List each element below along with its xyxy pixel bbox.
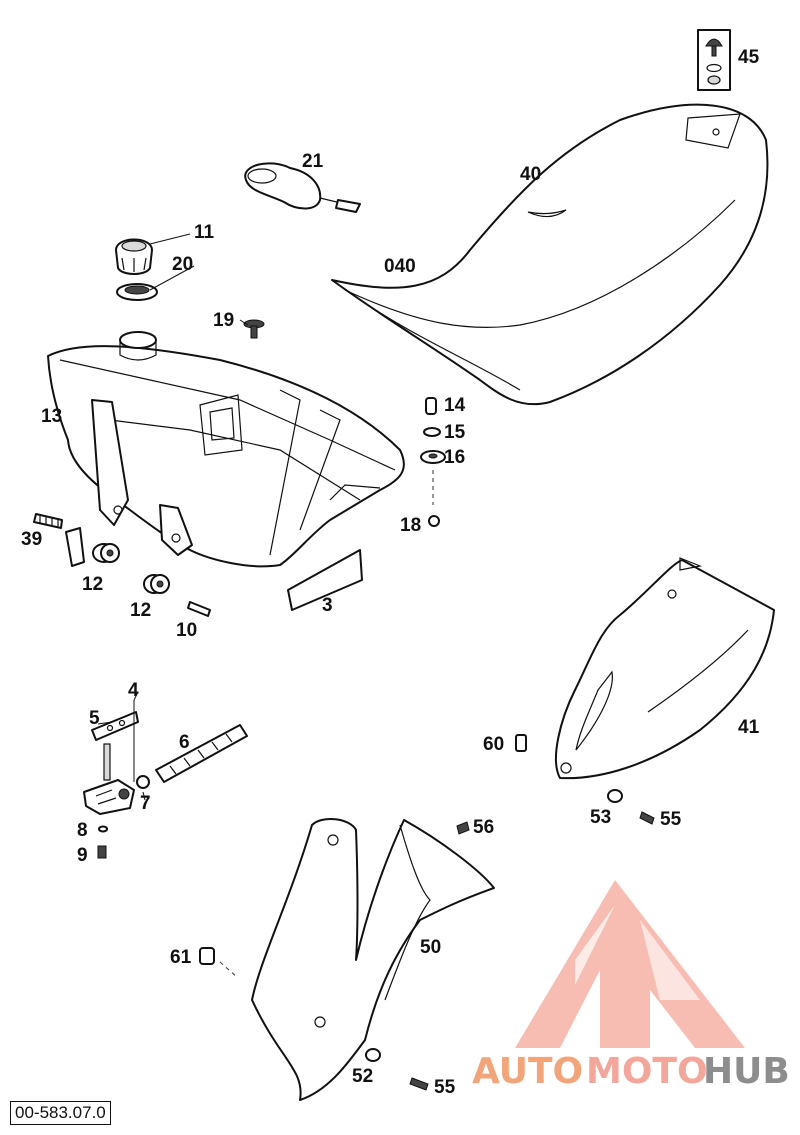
watermark-text-auto: AUTO: [472, 1051, 583, 1092]
part-20-cap-seal: [116, 283, 158, 301]
part-16-rubber-washer: [420, 450, 446, 464]
part-61-clip: [199, 947, 215, 965]
part-12-grommet-a: [92, 543, 120, 563]
part-7-clamp: [136, 775, 150, 789]
callout-52: 52: [352, 1066, 373, 1087]
part-53-grommet: [607, 789, 623, 803]
callout-45: 45: [738, 47, 760, 68]
part-8-o-ring: [98, 825, 108, 833]
part-41-side-panel: [554, 557, 775, 780]
part-39-bolt: [33, 513, 85, 567]
watermark-logo: [515, 880, 745, 1048]
callout-4: 4: [128, 680, 139, 701]
part-15-washer: [423, 427, 441, 437]
watermark-text-moto: MOTO: [586, 1051, 708, 1092]
callout-40: 40: [520, 164, 541, 185]
callout-18: 18: [400, 515, 421, 536]
callout-13: 13: [41, 406, 62, 427]
part-10-bolt: [187, 601, 211, 617]
callout-55-a: 55: [660, 809, 682, 830]
callout-21: 21: [302, 151, 324, 172]
part-4-fuel-tap: [83, 700, 135, 815]
callout-5: 5: [89, 708, 100, 729]
part-55-screw-b: [409, 1077, 429, 1091]
callout-7: 7: [140, 793, 151, 814]
callout-3: 3: [322, 595, 333, 616]
part-19-screw: [243, 319, 265, 339]
part-18-nut: [428, 515, 440, 527]
part-12-grommet-b: [143, 574, 170, 594]
part-21-strap: [244, 162, 361, 213]
callout-53: 53: [590, 807, 611, 828]
callout-41: 41: [738, 717, 760, 738]
part-56-screw: [456, 821, 470, 835]
part-52-grommet: [365, 1048, 381, 1062]
part-5-gasket: [91, 711, 139, 741]
part-55-screw-a: [639, 811, 655, 825]
watermark-text-hub: HUB: [703, 1051, 790, 1092]
part-11-fuel-cap: [115, 238, 153, 275]
callout-14: 14: [444, 395, 466, 416]
part-040-seat: [331, 103, 769, 406]
part-50-side-panel: [251, 818, 495, 1101]
callout-8: 8: [77, 820, 88, 841]
part-60-clip: [515, 734, 527, 752]
callout-12-b: 12: [130, 600, 151, 621]
callout-50: 50: [420, 937, 441, 958]
part-45-fastener-kit: [697, 29, 731, 91]
part-6-fuel-hose: [155, 724, 248, 783]
assembly-line-61: [219, 961, 239, 979]
part-3-sticker: [287, 549, 363, 611]
callout-12-a: 12: [82, 574, 103, 595]
callout-10: 10: [176, 620, 197, 641]
callout-6: 6: [179, 732, 190, 753]
leader-lines: [97, 233, 249, 801]
callout-55-b: 55: [434, 1077, 456, 1098]
callout-11: 11: [194, 222, 215, 243]
drawing-code-label: 00-583.07.0: [10, 1101, 111, 1125]
callout-16: 16: [444, 447, 465, 468]
callout-19: 19: [213, 310, 234, 331]
callout-9: 9: [77, 845, 88, 866]
part-14-bolt: [425, 397, 437, 415]
callout-15: 15: [444, 422, 466, 443]
callout-60: 60: [483, 734, 504, 755]
callout-56: 56: [473, 817, 494, 838]
callout-39: 39: [21, 529, 42, 550]
callout-040: 040: [384, 256, 416, 277]
callout-20: 20: [172, 254, 193, 275]
part-9-screw: [97, 845, 107, 859]
callout-61: 61: [170, 947, 192, 968]
part-13-fuel-tank: [47, 331, 405, 568]
